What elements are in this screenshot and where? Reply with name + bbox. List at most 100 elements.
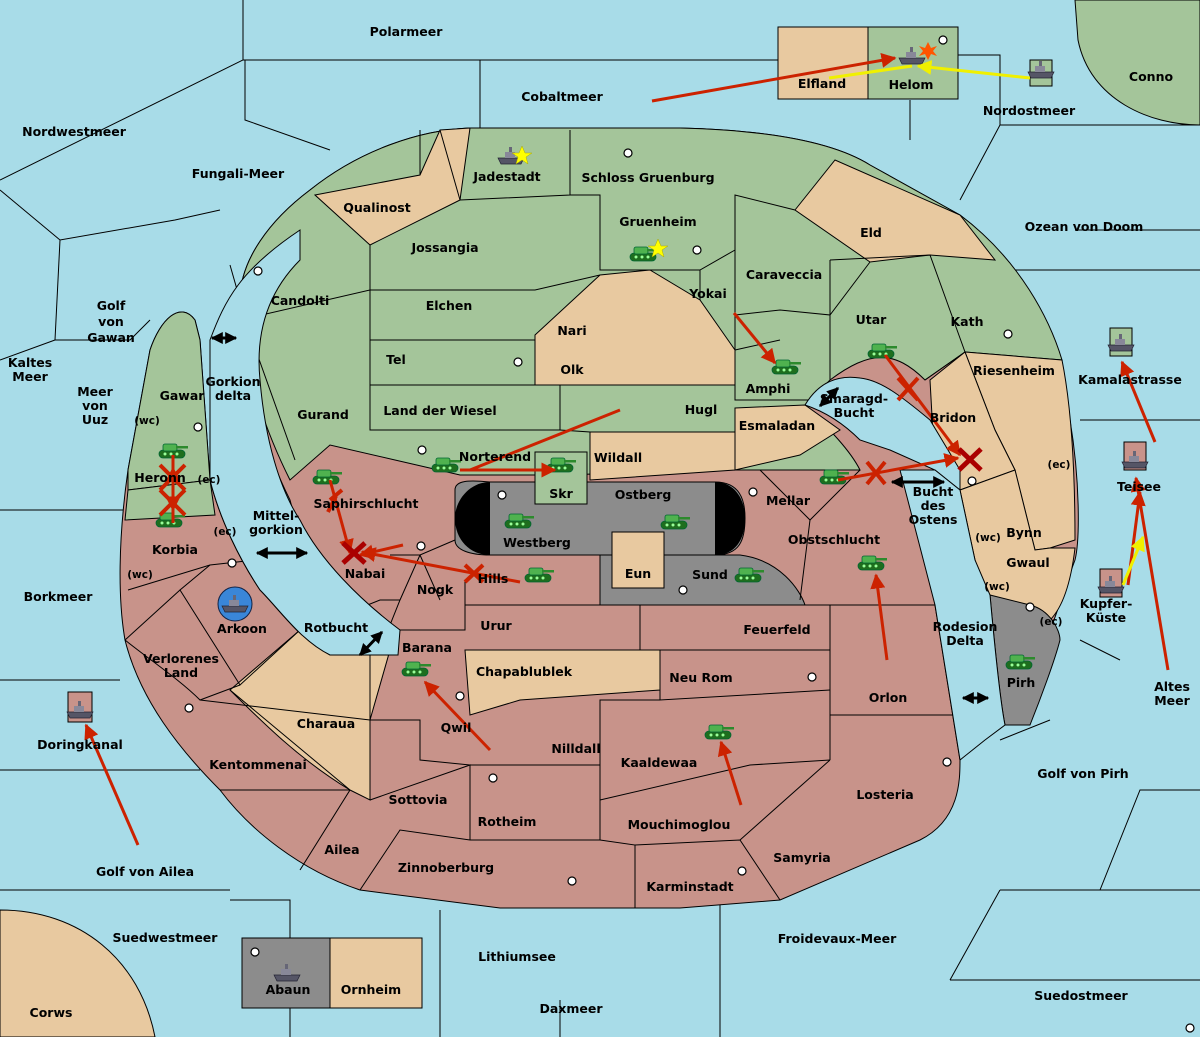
coast-label: (ec): [1040, 616, 1063, 628]
province-label: Feuerfeld: [743, 622, 810, 637]
sea-label: Kamalastrasse: [1078, 372, 1182, 387]
elfland-region: [777, 26, 869, 100]
province-label: Chapablublek: [476, 664, 573, 679]
province-label: Ornheim: [341, 982, 401, 997]
province-label: Norterend: [459, 449, 531, 464]
sea-label: Lithiumsee: [478, 949, 556, 964]
coast-label: (ec): [198, 474, 221, 486]
conno-region: [1074, 0, 1200, 126]
ornheim-region: [329, 937, 423, 1009]
province-label: Mouchimoglou: [628, 817, 731, 832]
province-label: Rotheim: [478, 814, 537, 829]
province-label: Neu Rom: [669, 670, 732, 685]
sea-label: Mittel-gorkion: [249, 508, 303, 537]
sea-label: Corws: [30, 1005, 73, 1020]
coast-label: (wc): [975, 532, 1001, 544]
ostberg-cap: [715, 482, 745, 555]
sea-label: Smaragd-Bucht: [820, 391, 888, 420]
sea-label: Golf von Pirh: [1037, 766, 1128, 781]
nari-olk-region: [534, 269, 736, 386]
province-label: Sottovia: [389, 792, 448, 807]
province-label: Gurand: [297, 407, 349, 422]
orders: [84, 52, 1170, 846]
continent: [119, 127, 1079, 909]
province-label: Caraveccia: [746, 267, 822, 282]
province-label: Orlon: [869, 690, 908, 705]
province-label: Urur: [480, 618, 512, 633]
sea-label: Nordwestmeer: [22, 124, 127, 139]
province-label: Land der Wiesel: [383, 403, 496, 418]
province-label: Gawar: [160, 388, 206, 403]
labels: PolarmeerCobaltmeerNordwestmeerNordostme…: [8, 24, 1191, 1020]
province-label: Schloss Gruenburg: [581, 170, 714, 185]
province-label: Gruenheim: [619, 214, 696, 229]
province-label: Qualinost: [343, 200, 410, 215]
sea-label: Conno: [1129, 69, 1174, 84]
province-label: Ostberg: [615, 487, 672, 502]
coast-label: (wc): [984, 581, 1010, 593]
province-label: Hills: [478, 571, 509, 586]
province-label: Nilldall: [551, 741, 600, 756]
province-label: Tel: [386, 352, 406, 367]
province-label: Amphi: [746, 381, 791, 396]
coast-label: (ec): [1048, 459, 1071, 471]
province-label: Eld: [860, 225, 882, 240]
province-label: Skr: [549, 486, 573, 501]
province-label: Obstschlucht: [788, 532, 880, 547]
chapablublek-region: [464, 649, 661, 716]
province-label: Elchen: [426, 298, 473, 313]
province-label: Saphirschlucht: [314, 496, 419, 511]
province-label: Arkoon: [217, 621, 267, 636]
charaua-region: [229, 629, 391, 801]
sea-label: Daxmeer: [539, 1001, 603, 1016]
province-label: Nari: [557, 323, 586, 338]
province-label: Westberg: [503, 535, 571, 550]
sea-label: Golf von Ailea: [96, 864, 194, 879]
supply-centers: [184, 35, 1195, 1033]
sea-label: Suedostmeer: [1034, 988, 1128, 1003]
province-label: Kath: [951, 314, 984, 329]
province-label: Heronn: [134, 470, 186, 485]
province-label: Kentommenai: [209, 757, 307, 772]
sea-label: Nordostmeer: [983, 103, 1076, 118]
province-label: Mellar: [766, 493, 811, 508]
province-label: Charaua: [297, 716, 355, 731]
sea-label: Rotbucht: [304, 620, 368, 635]
sea-label: Teisee: [1117, 479, 1161, 494]
unit-markers: [66, 42, 1149, 982]
province-label: Esmaladan: [739, 418, 815, 433]
province-label: Eun: [625, 566, 651, 581]
failed-orders: [158, 376, 983, 584]
province-label: Olk: [560, 362, 584, 377]
coast-label: (wc): [134, 415, 160, 427]
corws-region: [0, 909, 156, 1037]
province-label: Pirh: [1007, 675, 1036, 690]
sea-label: Cobaltmeer: [521, 89, 603, 104]
sea-label: Doringkanal: [37, 737, 123, 752]
province-label: Nabai: [345, 566, 386, 581]
westberg-cap: [455, 482, 490, 555]
province-label: Riesenheim: [973, 363, 1055, 378]
province-label: Samyria: [773, 850, 831, 865]
eun-region: [611, 531, 665, 589]
province-label: Kaaldewaa: [621, 755, 698, 770]
sea-label: Ozean von Doom: [1025, 219, 1144, 234]
province-label: Utar: [856, 312, 888, 327]
province-label: Barana: [402, 640, 452, 655]
province-label: Wildall: [594, 450, 642, 465]
province-label: Jossangia: [410, 240, 478, 255]
sea-label: Borkmeer: [24, 589, 94, 604]
province-label: Bynn: [1006, 525, 1041, 540]
canal-arrows: [210, 332, 990, 704]
province-label: Karminstadt: [646, 879, 733, 894]
